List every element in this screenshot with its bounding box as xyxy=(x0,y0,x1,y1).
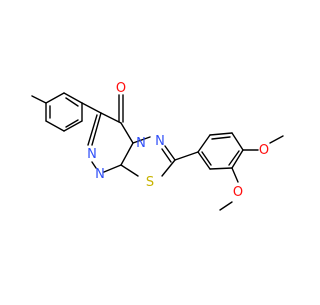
molecule-structure-diagram: O N N N N S O O xyxy=(31,81,284,211)
molecule-svg: O N N N N S O O xyxy=(31,81,284,211)
methoxy-oxygen-top-label: O xyxy=(259,143,269,158)
fused-nitrogen-label: N xyxy=(136,136,146,151)
triazine-n2-label: N xyxy=(95,167,105,182)
methoxy-oxygen-bottom-label: O xyxy=(233,185,243,200)
triazine-n1-label: N xyxy=(87,147,97,162)
carbonyl-oxygen-label: O xyxy=(116,81,126,96)
thiadiazole-nitrogen-label: N xyxy=(155,134,165,149)
bond-lines xyxy=(31,92,284,211)
sulfur-label: S xyxy=(146,175,154,190)
